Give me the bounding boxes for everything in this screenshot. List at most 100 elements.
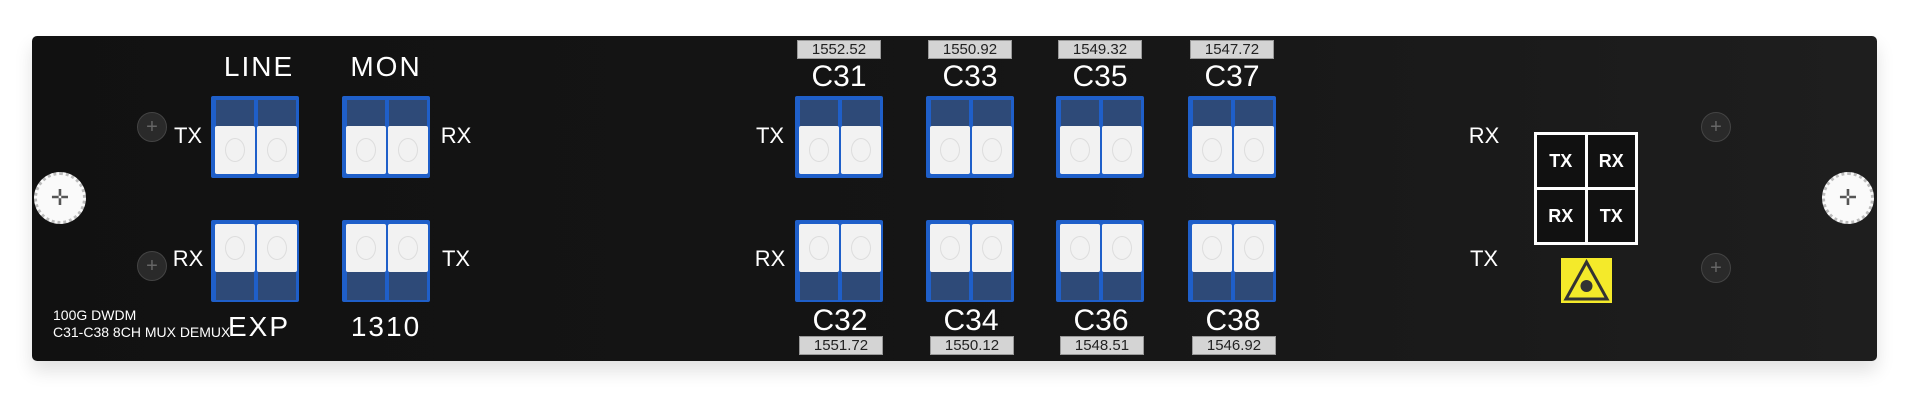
wavelength-label: 1550.92 bbox=[928, 40, 1012, 59]
channel-label: C38 bbox=[1205, 304, 1261, 337]
channel-adapter-c36[interactable] bbox=[1056, 220, 1144, 302]
channel-label: C31 bbox=[811, 60, 867, 93]
adapter-slot bbox=[1103, 272, 1141, 300]
mon-adapter[interactable] bbox=[342, 96, 430, 178]
channel-label: C33 bbox=[942, 60, 998, 93]
exp-rx-label: RX bbox=[172, 246, 204, 271]
thumbscrew-right-icon[interactable]: ✛ bbox=[1822, 172, 1874, 224]
dust-cap[interactable] bbox=[1192, 126, 1232, 174]
channel-tx-label-right: TX bbox=[1469, 246, 1499, 271]
channel-rx-label-right: RX bbox=[1468, 123, 1500, 148]
dust-cap[interactable] bbox=[799, 224, 839, 272]
dust-cap[interactable] bbox=[972, 126, 1012, 174]
dust-cap[interactable] bbox=[1102, 126, 1142, 174]
line-label: LINE bbox=[223, 51, 295, 82]
adapter-slot bbox=[258, 272, 296, 300]
dust-cap[interactable] bbox=[388, 126, 428, 174]
adapter-slot bbox=[1061, 100, 1099, 128]
dust-cap[interactable] bbox=[257, 126, 297, 174]
polarity-cell: RX bbox=[1537, 190, 1585, 242]
screw-icon: + bbox=[137, 112, 167, 142]
dust-cap[interactable] bbox=[841, 126, 881, 174]
channel-label: C37 bbox=[1204, 60, 1260, 93]
channel-adapter-c35[interactable] bbox=[1056, 96, 1144, 178]
adapter-slot bbox=[389, 100, 427, 128]
polarity-cell: RX bbox=[1587, 135, 1635, 187]
adapter-slot bbox=[1103, 100, 1141, 128]
adapter-slot bbox=[1235, 272, 1273, 300]
adapter-slot bbox=[973, 100, 1011, 128]
channel-adapter-c34[interactable] bbox=[926, 220, 1014, 302]
channel-rx-label-left: RX bbox=[754, 246, 786, 271]
adapter-slot bbox=[347, 272, 385, 300]
product-info-line1: 100G DWDM bbox=[53, 307, 137, 323]
1310-adapter[interactable] bbox=[342, 220, 430, 302]
dust-cap[interactable] bbox=[799, 126, 839, 174]
dust-cap[interactable] bbox=[346, 224, 386, 272]
adapter-slot bbox=[800, 272, 838, 300]
adapter-slot bbox=[1193, 272, 1231, 300]
adapter-slot bbox=[216, 272, 254, 300]
adapter-slot bbox=[931, 100, 969, 128]
wavelength-label: 1551.72 bbox=[799, 336, 883, 355]
adapter-slot bbox=[1193, 100, 1231, 128]
dust-cap[interactable] bbox=[930, 224, 970, 272]
dust-cap[interactable] bbox=[972, 224, 1012, 272]
dust-cap[interactable] bbox=[346, 126, 386, 174]
wavelength-label: 1548.51 bbox=[1060, 336, 1144, 355]
dust-cap[interactable] bbox=[1234, 126, 1274, 174]
dust-cap[interactable] bbox=[215, 224, 255, 272]
adapter-slot bbox=[842, 100, 880, 128]
adapter-slot bbox=[1061, 272, 1099, 300]
polarity-cell: TX bbox=[1537, 135, 1585, 187]
wavelength-label: 1549.32 bbox=[1058, 40, 1142, 59]
dust-cap[interactable] bbox=[1060, 224, 1100, 272]
wavelength-label: 1546.92 bbox=[1192, 336, 1276, 355]
polarity-cell: TX bbox=[1587, 190, 1635, 242]
line-adapter[interactable] bbox=[211, 96, 299, 178]
dust-cap[interactable] bbox=[1102, 224, 1142, 272]
product-info-line2: C31-C38 8CH MUX DEMUX bbox=[53, 324, 231, 340]
adapter-slot bbox=[973, 272, 1011, 300]
dust-cap[interactable] bbox=[1060, 126, 1100, 174]
screw-icon: + bbox=[1701, 253, 1731, 283]
1310-tx-label: TX bbox=[441, 246, 471, 271]
channel-adapter-c33[interactable] bbox=[926, 96, 1014, 178]
line-tx-label: TX bbox=[173, 123, 203, 148]
adapter-slot bbox=[800, 100, 838, 128]
channel-adapter-c31[interactable] bbox=[795, 96, 883, 178]
channel-adapter-c38[interactable] bbox=[1188, 220, 1276, 302]
channel-tx-label-left: TX bbox=[755, 123, 785, 148]
exp-adapter[interactable] bbox=[211, 220, 299, 302]
adapter-slot bbox=[347, 100, 385, 128]
dust-cap[interactable] bbox=[215, 126, 255, 174]
adapter-slot bbox=[931, 272, 969, 300]
channel-label: C36 bbox=[1073, 304, 1129, 337]
channel-label: C35 bbox=[1072, 60, 1128, 93]
dust-cap[interactable] bbox=[841, 224, 881, 272]
mon-rx-label: RX bbox=[440, 123, 472, 148]
wavelength-label: 1547.72 bbox=[1190, 40, 1274, 59]
product-info: 100G DWDM C31-C38 8CH MUX DEMUX bbox=[53, 307, 230, 341]
adapter-slot bbox=[389, 272, 427, 300]
polarity-grid: TX RX RX TX bbox=[1534, 132, 1638, 245]
channel-adapter-c32[interactable] bbox=[795, 220, 883, 302]
channel-label: C34 bbox=[943, 304, 999, 337]
screw-icon: + bbox=[1701, 112, 1731, 142]
adapter-slot bbox=[1235, 100, 1273, 128]
dust-cap[interactable] bbox=[1192, 224, 1232, 272]
dust-cap[interactable] bbox=[930, 126, 970, 174]
mon-label: MON bbox=[350, 51, 422, 82]
laser-warning-icon bbox=[1561, 258, 1612, 303]
dust-cap[interactable] bbox=[1234, 224, 1274, 272]
thumbscrew-left-icon[interactable]: ✛ bbox=[34, 172, 86, 224]
screw-icon: + bbox=[137, 251, 167, 281]
dust-cap[interactable] bbox=[388, 224, 428, 272]
dust-cap[interactable] bbox=[257, 224, 297, 272]
adapter-slot bbox=[216, 100, 254, 128]
1310-label: 1310 bbox=[350, 311, 422, 342]
channel-adapter-c37[interactable] bbox=[1188, 96, 1276, 178]
exp-label: EXP bbox=[227, 311, 291, 342]
wavelength-label: 1550.12 bbox=[930, 336, 1014, 355]
wavelength-label: 1552.52 bbox=[797, 40, 881, 59]
